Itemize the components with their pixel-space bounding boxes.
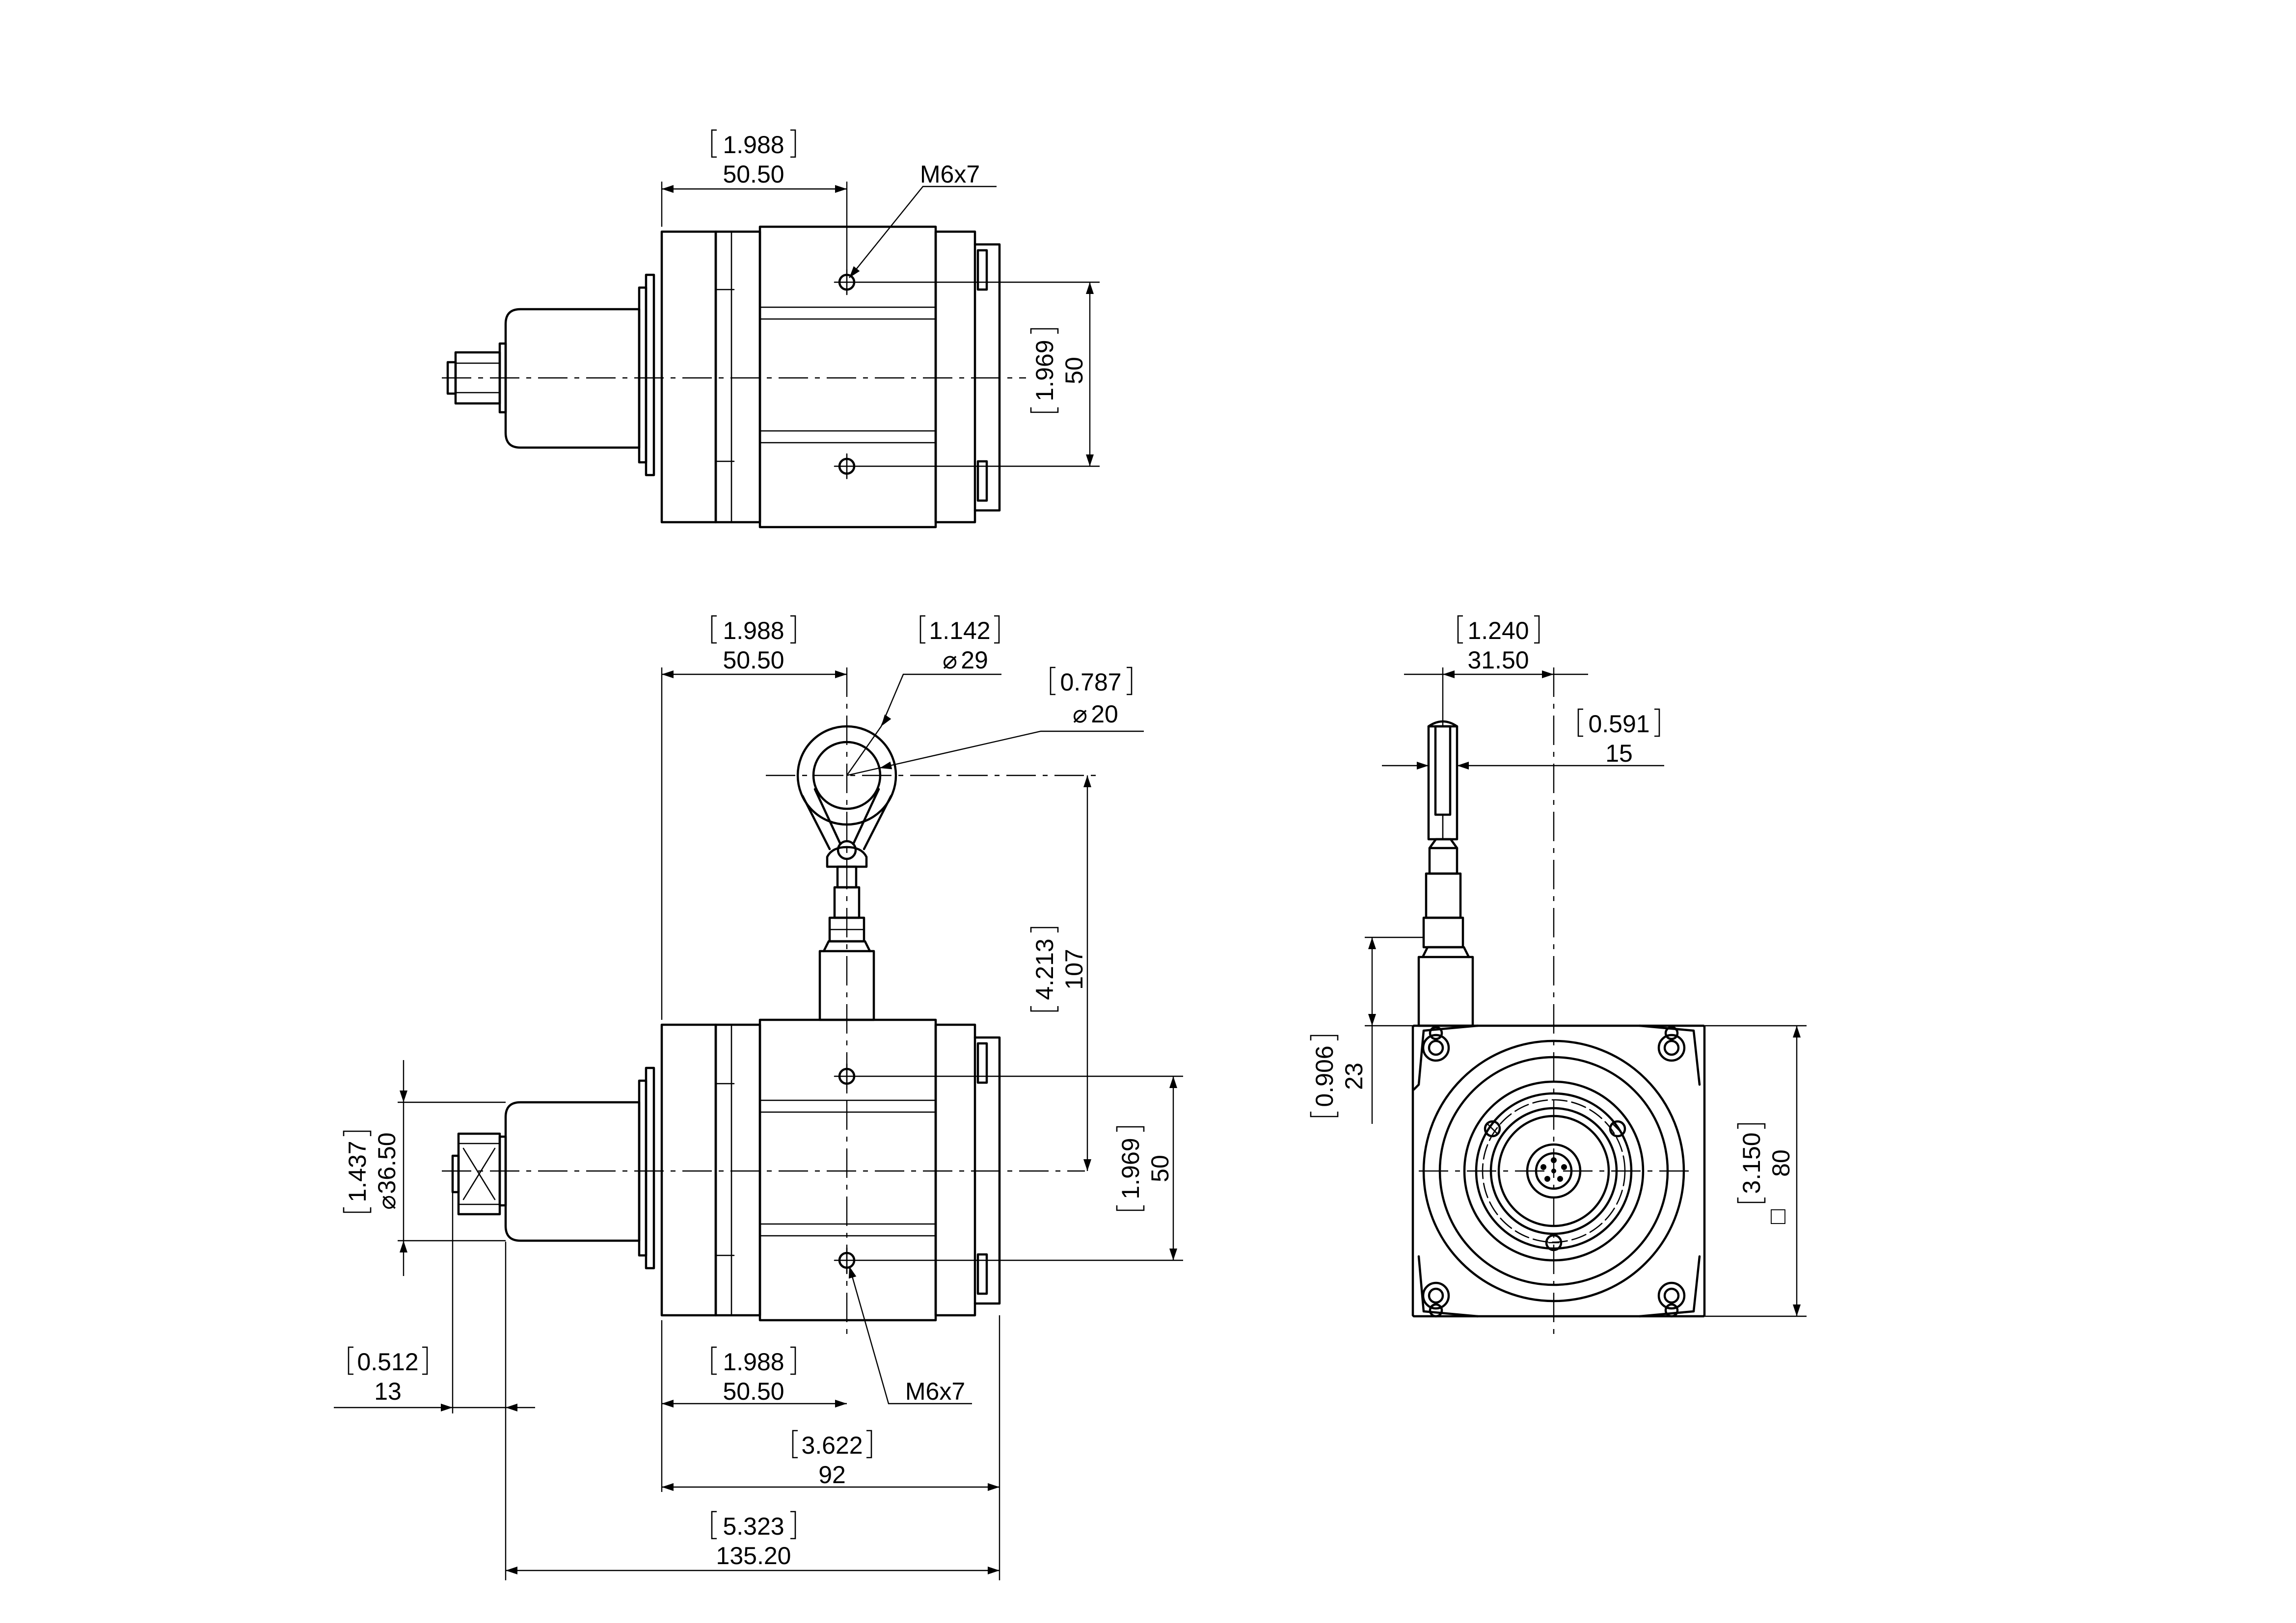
dim-top-1-969-inch: 1.969 [1031,340,1058,401]
dim-cable-height-inch: 0.906 [1311,1045,1338,1107]
dim-bottom-1-988-inch: 1.988 [723,1348,784,1376]
dim-eyelet-outer: 1.142 ⌀ 29 [846,615,1001,776]
dim-top-1-988: 1.988 50.50 [661,129,848,270]
dim-eyelet-height-inch: 4.213 [1031,938,1058,1000]
dim-connector-dia-mm: 36.50 [373,1132,401,1194]
dim-square-mm: 80 [1767,1149,1795,1177]
dim-connector-dia: 1.437 ⌀ 36.50 [343,1060,506,1276]
dim-top-1-969: 1.969 50 [859,281,1100,467]
dim-eyelet-outer-inch: 1.142 [929,617,990,644]
dim-front-1-969-inch: 1.969 [1117,1138,1144,1199]
dim-front-1-969: 1.969 50 [859,1075,1183,1261]
callout-top-m6x7-text: M6x7 [920,160,980,188]
dim-eyelet-height-mm: 107 [1060,949,1088,989]
side-view-corner-screws [1422,1026,1686,1318]
dim-eyelet-outer-symbol: ⌀ [943,646,957,674]
dim-body-length: 3.622 92 [662,1315,1000,1580]
front-view-flange [638,1066,655,1270]
dim-front-1-988: 1.988 50.50 [661,615,847,1020]
dim-top-1-988-inch: 1.988 [723,131,784,159]
callout-bottom-m6x7-text: M6x7 [905,1378,965,1405]
dim-cable-offset-mm: 31.50 [1467,646,1529,674]
top-view-body [660,225,1001,529]
top-view-holes [834,269,860,479]
top-view: 1.988 50.50 M6x7 1.969 50 [442,129,1100,529]
dim-eyelet-inner-symbol: ⌀ [1073,700,1087,728]
dim-square-inch: 3.150 [1738,1132,1765,1194]
front-view: 1.988 50.50 1.142 ⌀ 29 0.787 ⌀ 20 [334,615,1183,1580]
dim-bottom-1-988-mm: 50.50 [723,1378,784,1405]
callout-top-m6x7: M6x7 [846,160,997,281]
dim-cable-offset: 1.240 31.50 [1404,615,1588,726]
dim-bottom-1-988: 1.988 50.50 [661,1320,847,1492]
dim-body-length-mm: 92 [818,1461,846,1489]
dim-connector-len-mm: 13 [374,1378,402,1405]
dim-square: 3.150 80 □ [1704,1025,1807,1317]
dim-front-1-988-mm: 50.50 [723,646,784,674]
dim-eyelet-outer-mm: 29 [961,646,988,674]
dim-cable-height: 0.906 23 [1310,936,1424,1124]
dim-eyelet-inner: 0.787 ⌀ 20 [846,666,1144,776]
dim-front-1-988-inch: 1.988 [723,617,784,644]
dim-cable-height-mm: 23 [1340,1063,1368,1090]
dim-total-length: 5.323 135.20 [506,1511,999,1574]
dim-top-1-969-mm: 50 [1060,357,1088,384]
dim-eyelet-inner-inch: 0.787 [1060,668,1121,696]
callout-bottom-m6x7: M6x7 [845,1265,972,1405]
dim-connector-len-inch: 0.512 [357,1348,418,1376]
dim-cable-width: 0.591 15 [1382,708,1664,785]
dim-cable-width-inch: 0.591 [1588,710,1649,738]
dim-square-symbol: □ [1771,1202,1786,1229]
top-view-connector-housing [498,308,641,449]
front-view-m12-plug [451,1132,501,1216]
side-view: 1.240 31.50 0.591 15 0.906 23 [1310,615,1807,1335]
dim-front-1-969-mm: 50 [1146,1155,1174,1182]
front-view-body [660,1018,1001,1322]
dim-connector-dia-inch: 1.437 [344,1141,371,1202]
dim-eyelet-inner-mm: 20 [1091,700,1118,728]
dim-connector-dia-symbol: ⌀ [373,1195,401,1210]
front-view-connector-housing [498,1101,641,1242]
dim-total-length-inch: 5.323 [723,1513,784,1540]
top-view-flange [638,273,655,477]
dim-eyelet-height: 4.213 107 [1030,775,1091,1171]
dim-connector-len: 0.512 13 [334,1193,535,1580]
dim-body-length-inch: 3.622 [801,1432,863,1459]
dim-top-1-988-mm: 50.50 [723,160,784,188]
dim-cable-width-mm: 15 [1605,740,1633,767]
dim-cable-offset-inch: 1.240 [1467,617,1529,644]
dim-total-length-mm: 135.20 [716,1542,791,1570]
